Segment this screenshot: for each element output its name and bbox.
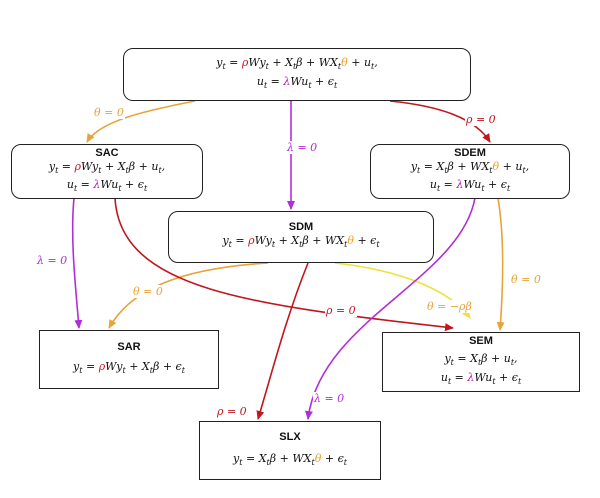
sar-title: SAR — [117, 340, 141, 353]
general-model-equation-2: ut = λWut + ϵt — [256, 74, 338, 90]
arrow-sdem-to-slx — [305, 197, 476, 420]
sac-title: SAC — [95, 146, 119, 159]
general-model-box: yt = ρWyt + Xtβ + WXtθ + ut, ut = λWut +… — [123, 48, 471, 101]
sdem-box: SDEM yt = Xtβ + WXtθ + ut, ut = λWut + ϵ… — [370, 144, 570, 199]
label-sdm-to-sar: θ = 0 — [132, 285, 164, 298]
sdem-equation-2: ut = λWut + ϵt — [429, 178, 511, 194]
sem-equation-2: ut = λWut + ϵt — [440, 370, 522, 386]
sdem-title: SDEM — [454, 146, 486, 159]
sar-equation-1: yt = ρWyt + Xtβ + ϵt — [73, 359, 185, 376]
label-sdem-to-slx: λ = 0 — [313, 392, 346, 405]
sdm-equation-1: yt = ρWyt + Xtβ + WXtθ + ϵt — [222, 234, 380, 250]
sar-box: SAR yt = ρWyt + Xtβ + ϵt — [39, 330, 219, 389]
arrow-sdm-to-sar — [108, 262, 269, 329]
arrow-top-to-sdem — [389, 100, 491, 143]
arrow-sac-to-sem — [114, 197, 454, 332]
label-sdm-to-slx: ρ = 0 — [216, 405, 248, 418]
label-sdem-to-sem: θ = 0 — [510, 273, 542, 286]
label-sdm-to-sem: θ = −ρβ — [426, 300, 473, 313]
label-top-to-sdm: λ = 0 — [286, 141, 319, 154]
label-sac-to-sem: ρ = 0 — [325, 304, 357, 317]
sac-equation-1: yt = ρWyt + Xtβ + ut, — [48, 159, 166, 175]
sem-equation-1: yt = Xtβ + ut, — [444, 352, 518, 368]
sac-box: SAC yt = ρWyt + Xtβ + ut, ut = λWut + ϵt — [11, 144, 203, 199]
sdm-box: SDM yt = ρWyt + Xtβ + WXtθ + ϵt — [168, 211, 434, 263]
arrow-sdm-to-slx — [256, 262, 309, 420]
general-model-equation-1: yt = ρWyt + Xtβ + WXtθ + ut, — [216, 56, 378, 72]
arrow-sac-to-sar — [71, 197, 83, 329]
slx-box: SLX yt = Xtβ + WXtθ + ϵt — [199, 421, 381, 480]
slx-title: SLX — [279, 430, 301, 443]
slx-equation-1: yt = Xtβ + WXtθ + ϵt — [233, 451, 347, 468]
sem-title: SEM — [469, 335, 493, 348]
sac-equation-2: ut = λWut + ϵt — [66, 178, 148, 194]
label-sac-to-sar: λ = 0 — [36, 254, 69, 267]
arrow-top-to-sac — [86, 100, 196, 143]
label-top-to-sdem: ρ = 0 — [465, 113, 497, 126]
arrow-sdem-to-sem — [496, 197, 505, 331]
label-top-to-sac: θ = 0 — [93, 106, 125, 119]
sdem-equation-1: yt = Xtβ + WXtθ + ut, — [410, 159, 530, 175]
sem-box: SEM yt = Xtβ + ut, ut = λWut + ϵt — [382, 332, 580, 392]
sdm-title: SDM — [288, 221, 314, 234]
